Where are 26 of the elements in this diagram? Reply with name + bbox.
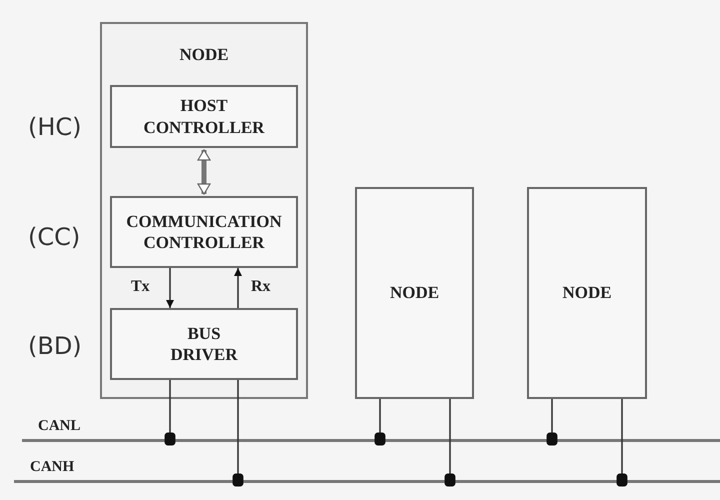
node-container	[100, 22, 308, 399]
node-label: NODE	[561, 282, 613, 304]
node-box	[355, 187, 474, 399]
bus-connection-line	[616, 399, 628, 486]
node-label: COMMUNICATION CONTROLLER	[125, 210, 283, 254]
layer-label: (HC)	[28, 113, 82, 141]
node-label: NODE	[178, 44, 230, 66]
bus-label: CANL	[37, 417, 81, 436]
bus-driver-box	[110, 308, 298, 380]
bus-label: CANH	[29, 458, 74, 477]
node-label: HOST CONTROLLER	[142, 95, 266, 138]
host-controller-box	[110, 85, 298, 148]
node-box	[527, 187, 647, 399]
arrow	[166, 268, 174, 308]
node-label: NODE	[388, 282, 440, 304]
layer-label: (BD)	[28, 332, 82, 360]
bus-connection-line	[374, 399, 386, 446]
bus-connection-line	[164, 380, 176, 446]
layer-label: (CC)	[28, 223, 80, 251]
bus-connection-line	[232, 380, 244, 486]
communication-controller-box	[110, 196, 298, 268]
bus-connection-line	[444, 399, 456, 486]
arrow	[234, 268, 242, 308]
node-label: BUS DRIVER	[169, 322, 239, 366]
bus-connection-line	[546, 399, 558, 446]
arrow	[197, 149, 211, 195]
